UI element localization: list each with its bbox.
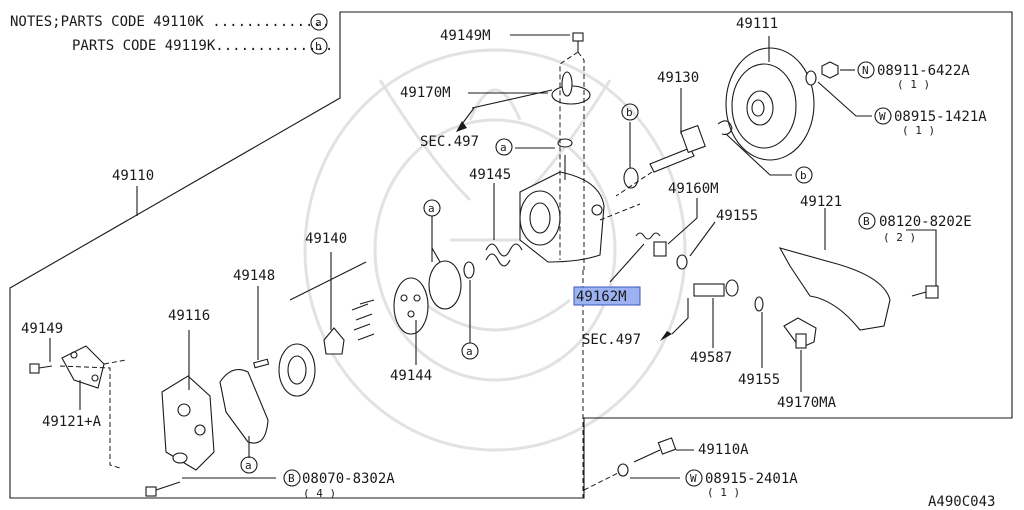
label-49149m: 49149M xyxy=(440,28,491,44)
bracket-49121-drawing xyxy=(778,247,891,331)
note-line-1: NOTES;PARTS CODE 49110K .............. xyxy=(10,14,330,30)
label-sec497-mid: SEC.497 xyxy=(582,332,641,348)
washer-08915-1421-drawing xyxy=(805,70,817,86)
label-49155-top: 49155 xyxy=(716,208,758,224)
label-49121a: 49121+A xyxy=(42,414,102,430)
marker-a-gasket: a xyxy=(245,459,252,472)
union-bolt-49170ma-drawing xyxy=(783,317,817,349)
bolt-49149m-drawing xyxy=(572,32,584,52)
cam-ring-49144-drawing xyxy=(393,277,429,335)
label-sec497-top: SEC.497 xyxy=(420,134,479,150)
marker-a-oring-large: a xyxy=(428,202,435,215)
label-49111: 49111 xyxy=(736,16,778,32)
leader-lines xyxy=(49,34,937,479)
marker-w-1421: W xyxy=(879,110,886,123)
label-49110a: 49110A xyxy=(698,442,749,458)
marker-n: N xyxy=(862,64,869,77)
circle-markers: a a a a b b xyxy=(240,103,813,474)
shaft-49130-drawing xyxy=(649,124,706,173)
marker-a-oring-top: a xyxy=(500,141,507,154)
marker-b-08120: B xyxy=(863,215,870,228)
label-49155-bottom: 49155 xyxy=(738,372,780,388)
bolt-49149-drawing xyxy=(29,363,53,374)
watermark-emblem xyxy=(303,48,687,452)
marker-b-washer: b xyxy=(626,106,633,119)
label-08915-2401a: 08915-2401A xyxy=(705,471,798,487)
label-49145: 49145 xyxy=(469,167,511,183)
label-08070-8302a: 08070-8302A xyxy=(302,471,395,487)
o-ring-top-a xyxy=(557,138,573,148)
label-08915-1421a: 08915-1421A xyxy=(894,109,987,125)
bolt-08120-drawing xyxy=(911,285,939,299)
qty-08915-1421: ( 1 ) xyxy=(902,124,935,137)
nut-08911-drawing xyxy=(821,61,839,79)
arrow-sec497-top xyxy=(456,121,467,132)
gasket-drawing xyxy=(219,369,269,444)
label-49144: 49144 xyxy=(390,368,432,384)
qty-08120: ( 2 ) xyxy=(883,231,916,244)
label-49149: 49149 xyxy=(21,321,63,337)
note-marker-a: a xyxy=(315,16,322,29)
figure-code: A490C043 xyxy=(928,494,995,510)
label-49121: 49121 xyxy=(800,194,842,210)
pulley-49111-drawing xyxy=(725,47,815,161)
rear-cover-49116-drawing xyxy=(161,375,215,471)
marker-a-oring-small: a xyxy=(466,345,473,358)
pin-49148-drawing xyxy=(253,358,270,369)
rotor-vanes-49140-drawing xyxy=(323,299,375,355)
note-line-2: PARTS CODE 49119K.............. xyxy=(72,38,333,54)
notes-block: NOTES;PARTS CODE 49110K .............. a… xyxy=(10,13,333,55)
label-49116: 49116 xyxy=(168,308,210,324)
o-ring-large xyxy=(428,260,462,310)
bracket-49121a-drawing xyxy=(61,345,105,389)
valve-49160m-drawing xyxy=(635,232,667,257)
pressure-plate-drawing xyxy=(278,343,316,397)
label-49170m: 49170M xyxy=(400,85,451,101)
highlight-49162m xyxy=(573,286,641,306)
bolt-08070-drawing xyxy=(145,481,181,497)
qty-08915-2401: ( 1 ) xyxy=(707,486,740,499)
label-49140: 49140 xyxy=(305,231,347,247)
o-ring-49155-top xyxy=(676,254,688,270)
label-08120-8202e: 08120-8202E xyxy=(879,214,972,230)
alignment-lines xyxy=(59,51,653,498)
label-49160m: 49160M xyxy=(668,181,719,197)
fitting-49587-drawing xyxy=(693,279,739,297)
label-08911-6422a: 08911-6422A xyxy=(877,63,970,79)
qty-08911: ( 1 ) xyxy=(897,78,930,91)
bolt-49110a-drawing xyxy=(633,437,677,463)
washer-b-drawing xyxy=(623,167,639,189)
label-49587: 49587 xyxy=(690,350,732,366)
fitting-49170m-drawing xyxy=(551,71,591,105)
marker-b-08070: B xyxy=(288,472,295,485)
o-ring-small xyxy=(463,261,475,279)
pump-body-drawing xyxy=(519,171,605,263)
note-marker-b: b xyxy=(315,40,322,53)
label-49170ma: 49170MA xyxy=(777,395,837,411)
o-ring-49155-bottom xyxy=(754,296,764,312)
marker-b-snap-ring: b xyxy=(800,169,807,182)
label-49130: 49130 xyxy=(657,70,699,86)
marker-w-2401: W xyxy=(690,472,697,485)
arrow-sec497-mid xyxy=(660,331,672,341)
qty-08070: ( 4 ) xyxy=(303,487,336,500)
assembly-boundary-frame xyxy=(9,11,1013,499)
washer-08915-2401-drawing xyxy=(617,463,629,477)
label-49110: 49110 xyxy=(112,168,154,184)
spring-49145-drawing xyxy=(485,243,523,267)
label-49148: 49148 xyxy=(233,268,275,284)
label-49162m[interactable]: 49162M xyxy=(576,289,627,305)
